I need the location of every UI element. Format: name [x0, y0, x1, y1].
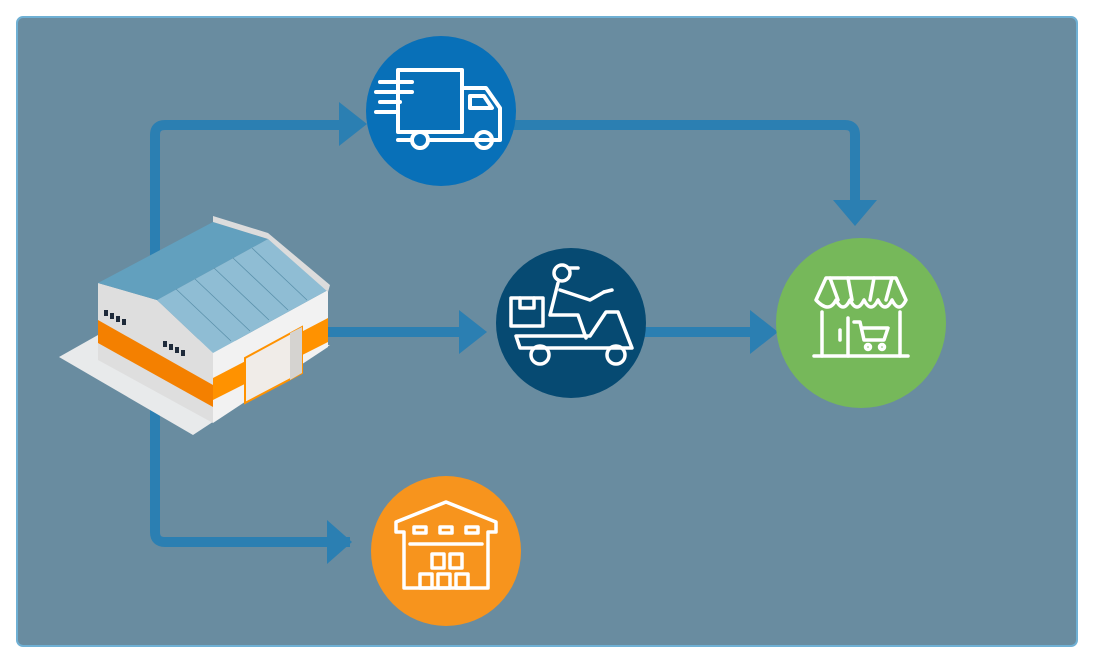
- store-node: [776, 238, 946, 408]
- arrow-head-icon: [339, 102, 367, 146]
- arrow-head-icon: [833, 200, 877, 226]
- arrow-head-icon: [750, 310, 778, 354]
- warehouse-node: [371, 476, 521, 626]
- truck-node: [366, 36, 516, 186]
- connector-factory-truck: [150, 120, 350, 330]
- delivery-truck-icon: [374, 68, 502, 150]
- arrow-head-icon: [327, 520, 352, 564]
- arrow-head-icon: [459, 310, 487, 354]
- scooter-node: [496, 248, 646, 398]
- scooter-courier-icon: [509, 263, 634, 366]
- connector-factory-warehouse: [150, 330, 350, 547]
- factory-building-icon: [59, 216, 330, 435]
- storefront-cart-icon: [812, 276, 910, 358]
- warehouse-boxes-icon: [394, 500, 498, 590]
- connector-truck-store: [510, 120, 860, 215]
